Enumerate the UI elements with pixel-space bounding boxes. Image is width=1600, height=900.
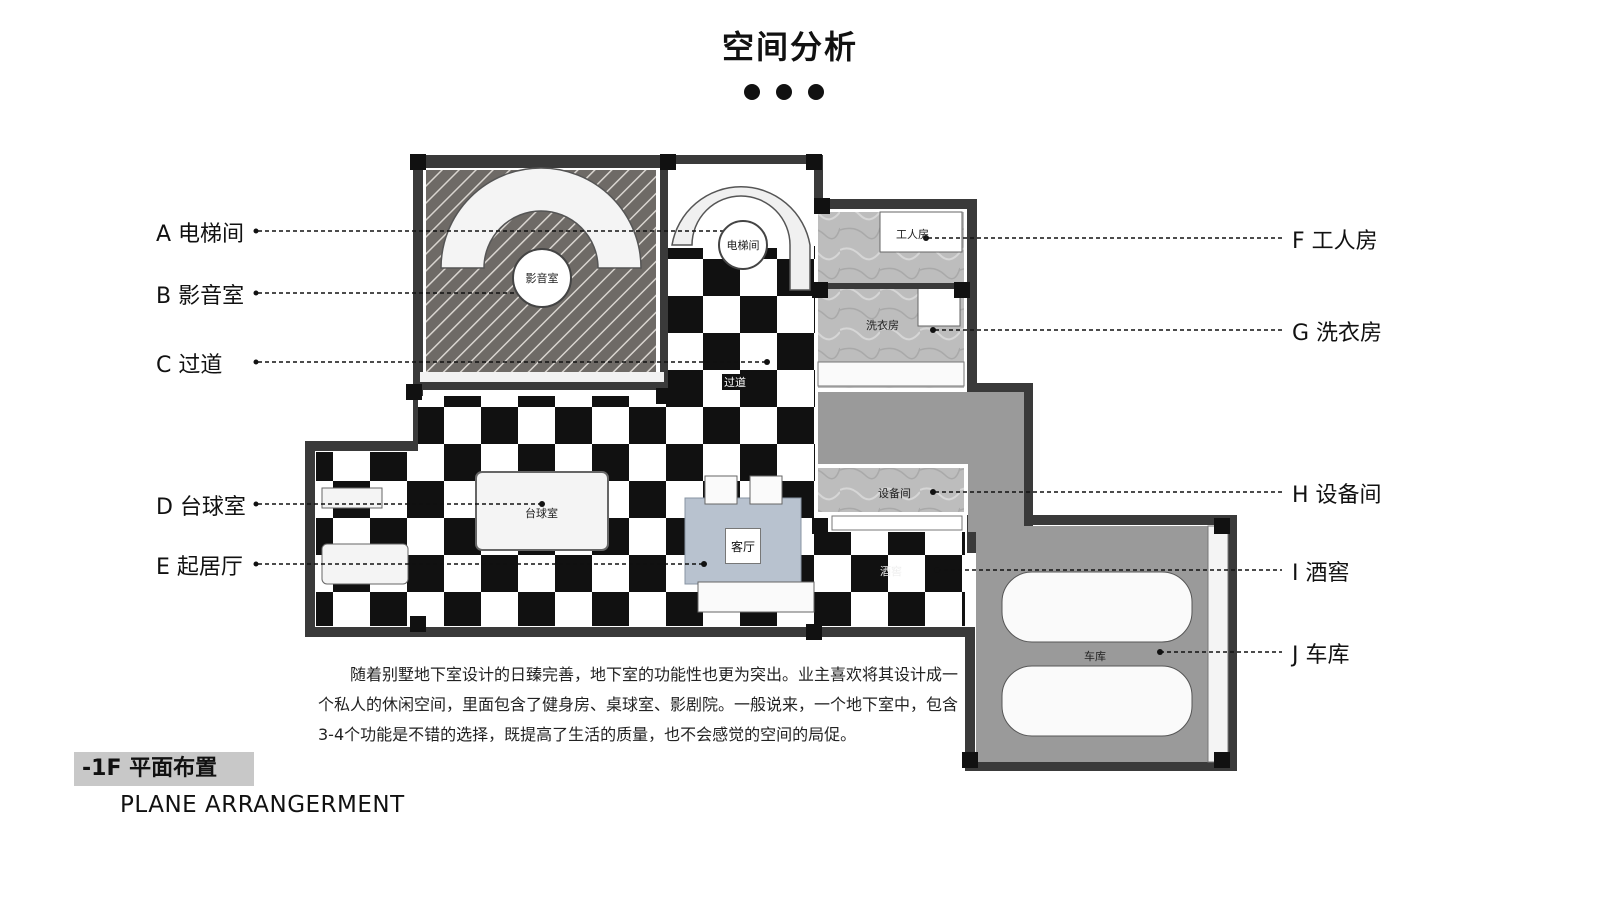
page-title: 空间分析 [721, 28, 858, 66]
description-text: 随着别墅地下室设计的日臻完善，地下室的功能性也更为突出。业主喜欢将其设计成一个私… [318, 665, 959, 744]
room-billiard: 台球室 [525, 507, 558, 520]
floor-label: -1F 平面布置 [74, 752, 254, 786]
room-corridor: 过道 [722, 374, 748, 390]
room-equipment: 设备间 [878, 487, 911, 500]
room-worker: 工人房 [896, 228, 929, 241]
dot [776, 84, 792, 100]
label-a-elevator: A 电梯间 [156, 222, 245, 247]
room-laundry: 洗衣房 [866, 319, 899, 332]
room-living: 客厅 [725, 528, 761, 564]
label-c-corridor: C 过道 [156, 353, 223, 378]
room-wine: 酒窖 [880, 565, 902, 578]
label-g-laundry: G 洗衣房 [1292, 321, 1383, 346]
label-j-garage: J 车库 [1292, 643, 1350, 668]
label-f-worker: F 工人房 [1292, 229, 1378, 254]
dot [744, 84, 760, 100]
dot [808, 84, 824, 100]
room-garage: 车库 [1084, 650, 1106, 663]
room-theater: 影音室 [512, 248, 572, 308]
subtitle: PLANE ARRANGERMENT [120, 792, 405, 818]
room-elevator: 电梯间 [718, 220, 768, 270]
label-e-living: E 起居厅 [156, 555, 243, 580]
label-d-billiard: D 台球室 [156, 495, 246, 520]
title-dots [744, 84, 824, 100]
label-h-equipment: H 设备间 [1292, 483, 1382, 508]
label-i-wine: I 酒窖 [1292, 561, 1350, 586]
label-b-theater: B 影音室 [156, 284, 245, 309]
